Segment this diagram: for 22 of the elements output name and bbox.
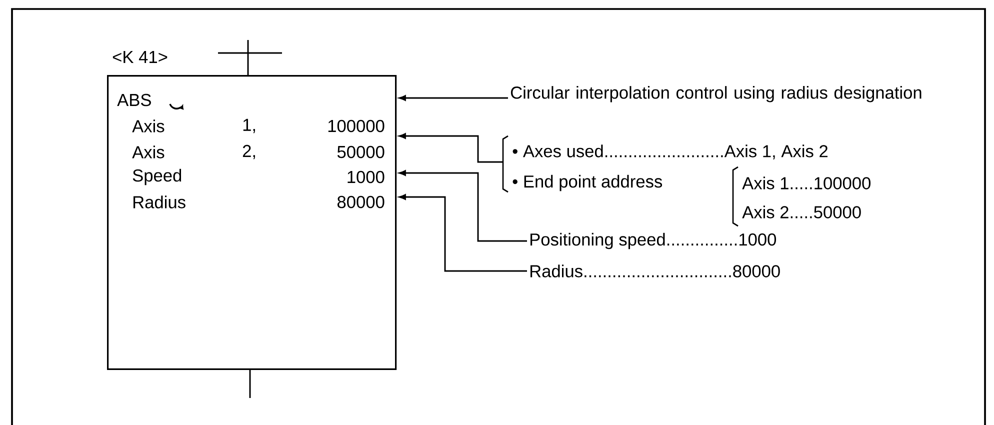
annotation-text: Radius...............................80000: [530, 264, 780, 278]
box-text: 1,: [243, 118, 255, 134]
box-text: Axis: [132, 120, 164, 132]
annotation-text: Circular interpolation control using radius designation: [510, 86, 922, 102]
annotation-text: Positioning speed...............1000: [530, 232, 776, 250]
box-text: 1000: [348, 170, 384, 184]
box-text: 80000: [338, 196, 384, 208]
box-text: 50000: [337, 146, 384, 158]
annotation-text: • Axes used.........................Axis 1, Axis 2: [512, 144, 828, 160]
leader-arrow: [399, 170, 527, 242]
leader-arrow: [399, 194, 527, 272]
box-text: Speed: [132, 168, 182, 186]
box-text: 100000: [328, 120, 384, 132]
box-text: 2,: [242, 144, 255, 160]
box-text: Axis: [132, 146, 164, 158]
leader-arrow: [399, 133, 503, 163]
leader-arrow: [399, 95, 508, 101]
box-text: Radius: [134, 196, 186, 208]
box-text: ABS: [117, 94, 151, 106]
annotation-text: Axis 2.....50000: [742, 206, 861, 218]
annotation-text: • End point address: [512, 174, 662, 192]
annotation-text: Axis 1.....100000: [742, 176, 870, 190]
